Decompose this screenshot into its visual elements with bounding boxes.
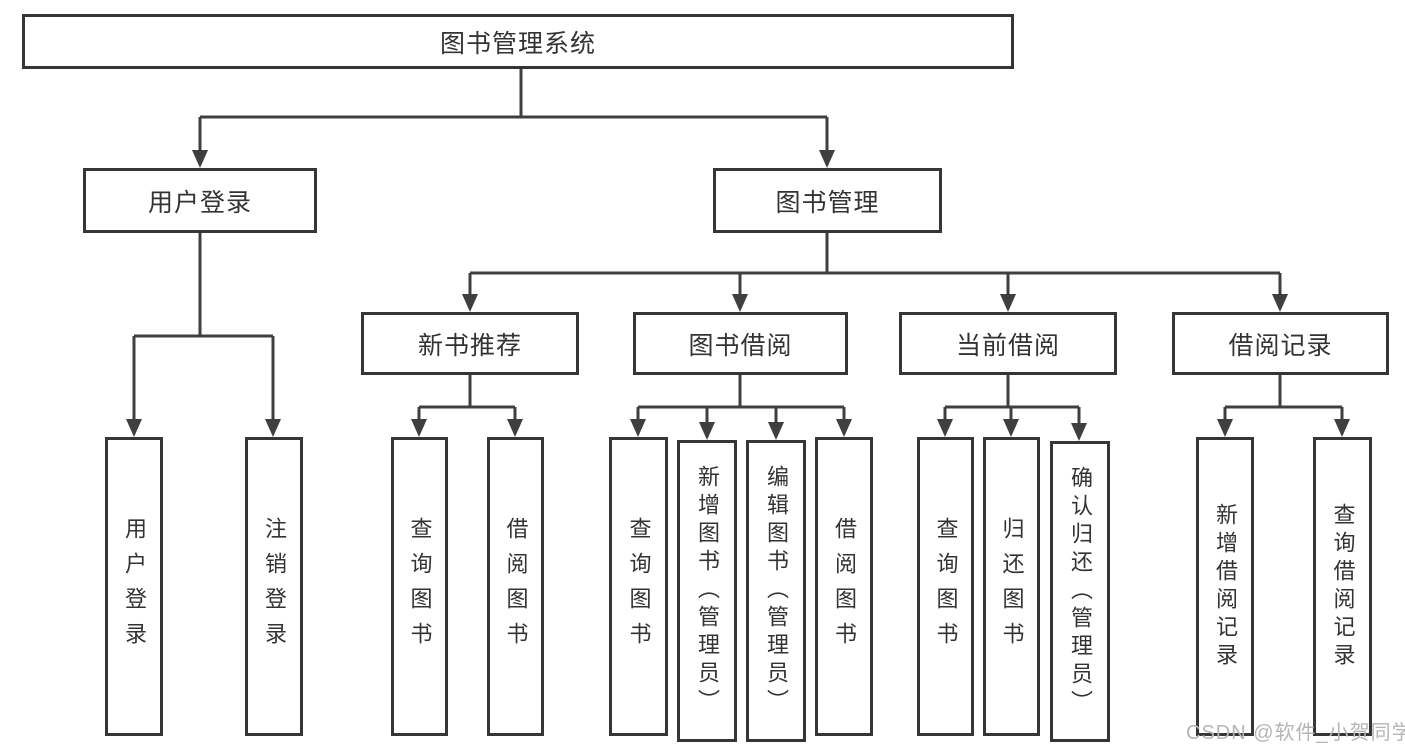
csdn-watermark: CSDN @软件_小贺同学	[1186, 722, 1405, 744]
node-book-management: 图书管理	[713, 168, 942, 233]
leaf-query-book-borrow: 查询图书	[609, 437, 668, 736]
node-borrow-record: 借阅记录	[1172, 312, 1389, 375]
node-current-borrow: 当前借阅	[899, 312, 1117, 375]
leaf-borrow-book-recommend: 借阅图书	[487, 437, 544, 736]
connector-mgmt-to-level3	[468, 233, 1282, 295]
arrowheads	[126, 150, 1350, 441]
leaf-borrow-book: 借阅图书	[815, 437, 873, 736]
node-user-login: 用户登录	[83, 168, 317, 233]
connector-record-to-leaves	[1223, 375, 1344, 420]
leaf-query-book-recommend: 查询图书	[391, 437, 448, 736]
connector-root-to-level2	[198, 69, 829, 151]
node-book-borrow: 图书借阅	[633, 312, 848, 375]
leaf-add-borrow-record: 新增借阅记录	[1196, 437, 1254, 736]
leaf-return-book: 归还图书	[983, 437, 1040, 736]
leaf-user-login: 用户登录	[105, 437, 163, 736]
leaf-edit-book-admin: 编辑图书（管理员）	[746, 440, 806, 742]
connector-login-to-leaves	[132, 233, 275, 420]
leaf-confirm-return-admin: 确认归还（管理员）	[1050, 441, 1110, 742]
connector-newbook-to-leaves	[417, 375, 517, 420]
node-new-book-recommend: 新书推荐	[361, 312, 579, 375]
leaf-add-book-admin: 新增图书（管理员）	[677, 440, 737, 742]
node-root-library-system: 图书管理系统	[22, 14, 1014, 69]
leaf-query-borrow-record: 查询借阅记录	[1313, 437, 1372, 736]
connector-borrow-to-leaves	[636, 375, 846, 423]
leaf-query-book-current: 查询图书	[917, 437, 974, 736]
connector-current-to-leaves	[943, 375, 1081, 424]
leaf-logout: 注销登录	[245, 437, 303, 736]
